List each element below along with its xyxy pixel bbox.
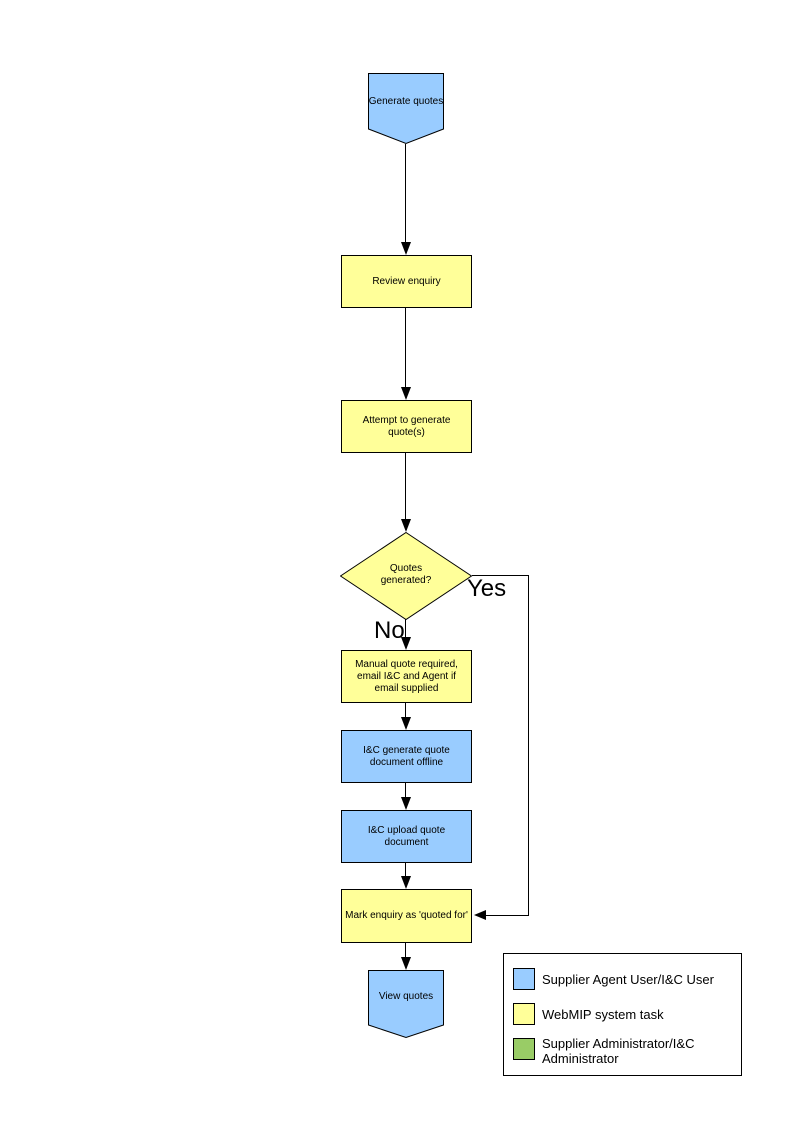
review-node: Review enquiry (341, 255, 472, 308)
legend-label-supplier-admin: Supplier Administrator/I&C Administrator (542, 1036, 695, 1066)
decision-diamond-shape (340, 532, 473, 621)
end-pentagon-polygon (368, 970, 444, 1039)
upload-node: I&C upload quote document (341, 810, 472, 863)
decision-diamond-polygon (340, 532, 473, 621)
mark-node: Mark enquiry as 'quoted for' (341, 889, 472, 943)
arrowhead-review-attempt (401, 387, 411, 400)
legend-label-supplier-agent: Supplier Agent User/I&C User (542, 972, 714, 987)
offline-node: I&C generate quote document offline (341, 730, 472, 783)
arrowhead-manual-offline (401, 717, 411, 730)
connector-decision-manual (405, 619, 406, 638)
start-pentagon-polygon (368, 73, 444, 145)
arrowhead-offline-upload (401, 797, 411, 810)
connector-upload-mark (405, 863, 406, 877)
yes-connector-horizontal-top (472, 575, 529, 576)
manual-node: Manual quote required, email I&C and Age… (341, 650, 472, 703)
legend: Supplier Agent User/I&C User WebMIP syst… (503, 953, 742, 1076)
review-node-label: Review enquiry (372, 275, 441, 287)
yes-connector-vertical (528, 575, 529, 916)
arrowhead-mark-end (401, 957, 411, 970)
connector-manual-offline (405, 703, 406, 718)
connector-offline-upload (405, 783, 406, 798)
legend-swatch-webmip-task (513, 1003, 535, 1025)
arrowhead-upload-mark (401, 876, 411, 889)
mark-node-label: Mark enquiry as 'quoted for' (345, 910, 468, 921)
connector-attempt-decision (405, 453, 406, 520)
manual-node-label: Manual quote required, email I&C and Age… (355, 658, 458, 694)
attempt-node: Attempt to generate quote(s) (341, 400, 472, 453)
connector-mark-end (405, 943, 406, 957)
yes-connector-horizontal-bottom (486, 915, 529, 916)
offline-node-label: I&C generate quote document offline (363, 744, 450, 768)
connector-start-review (405, 144, 406, 243)
legend-swatch-supplier-admin (513, 1038, 535, 1060)
legend-label-webmip-task: WebMIP system task (542, 1007, 664, 1022)
arrowhead-attempt-decision (401, 519, 411, 532)
no-branch-label: No (374, 617, 405, 644)
arrowhead-decision-manual (401, 637, 411, 650)
start-pentagon-shape (368, 73, 444, 145)
yes-branch-label: Yes (467, 575, 507, 602)
legend-swatch-supplier-agent (513, 968, 535, 990)
connector-review-attempt (405, 308, 406, 388)
arrowhead-start-review (401, 242, 411, 255)
arrowhead-yes-mark (474, 910, 486, 920)
upload-node-label: I&C upload quote document (367, 824, 446, 848)
attempt-node-label: Attempt to generate quote(s) (362, 414, 451, 438)
end-pentagon-shape (368, 970, 444, 1039)
